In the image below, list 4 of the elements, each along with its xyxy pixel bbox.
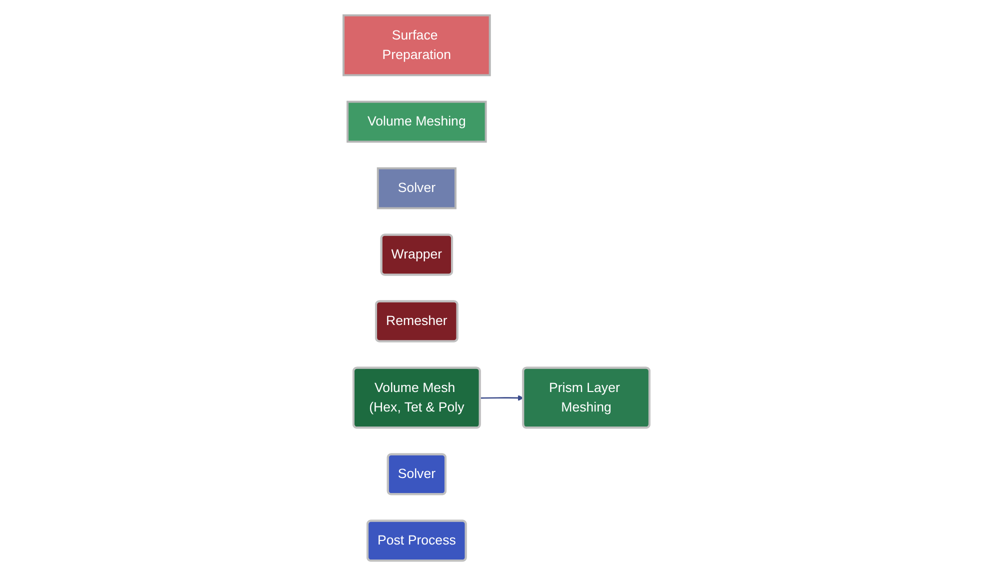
arrow	[480, 395, 524, 401]
node-box: Solver	[376, 167, 456, 210]
node-box: Volume Meshing	[346, 100, 487, 143]
node-box: Surface Preparation	[342, 14, 491, 76]
